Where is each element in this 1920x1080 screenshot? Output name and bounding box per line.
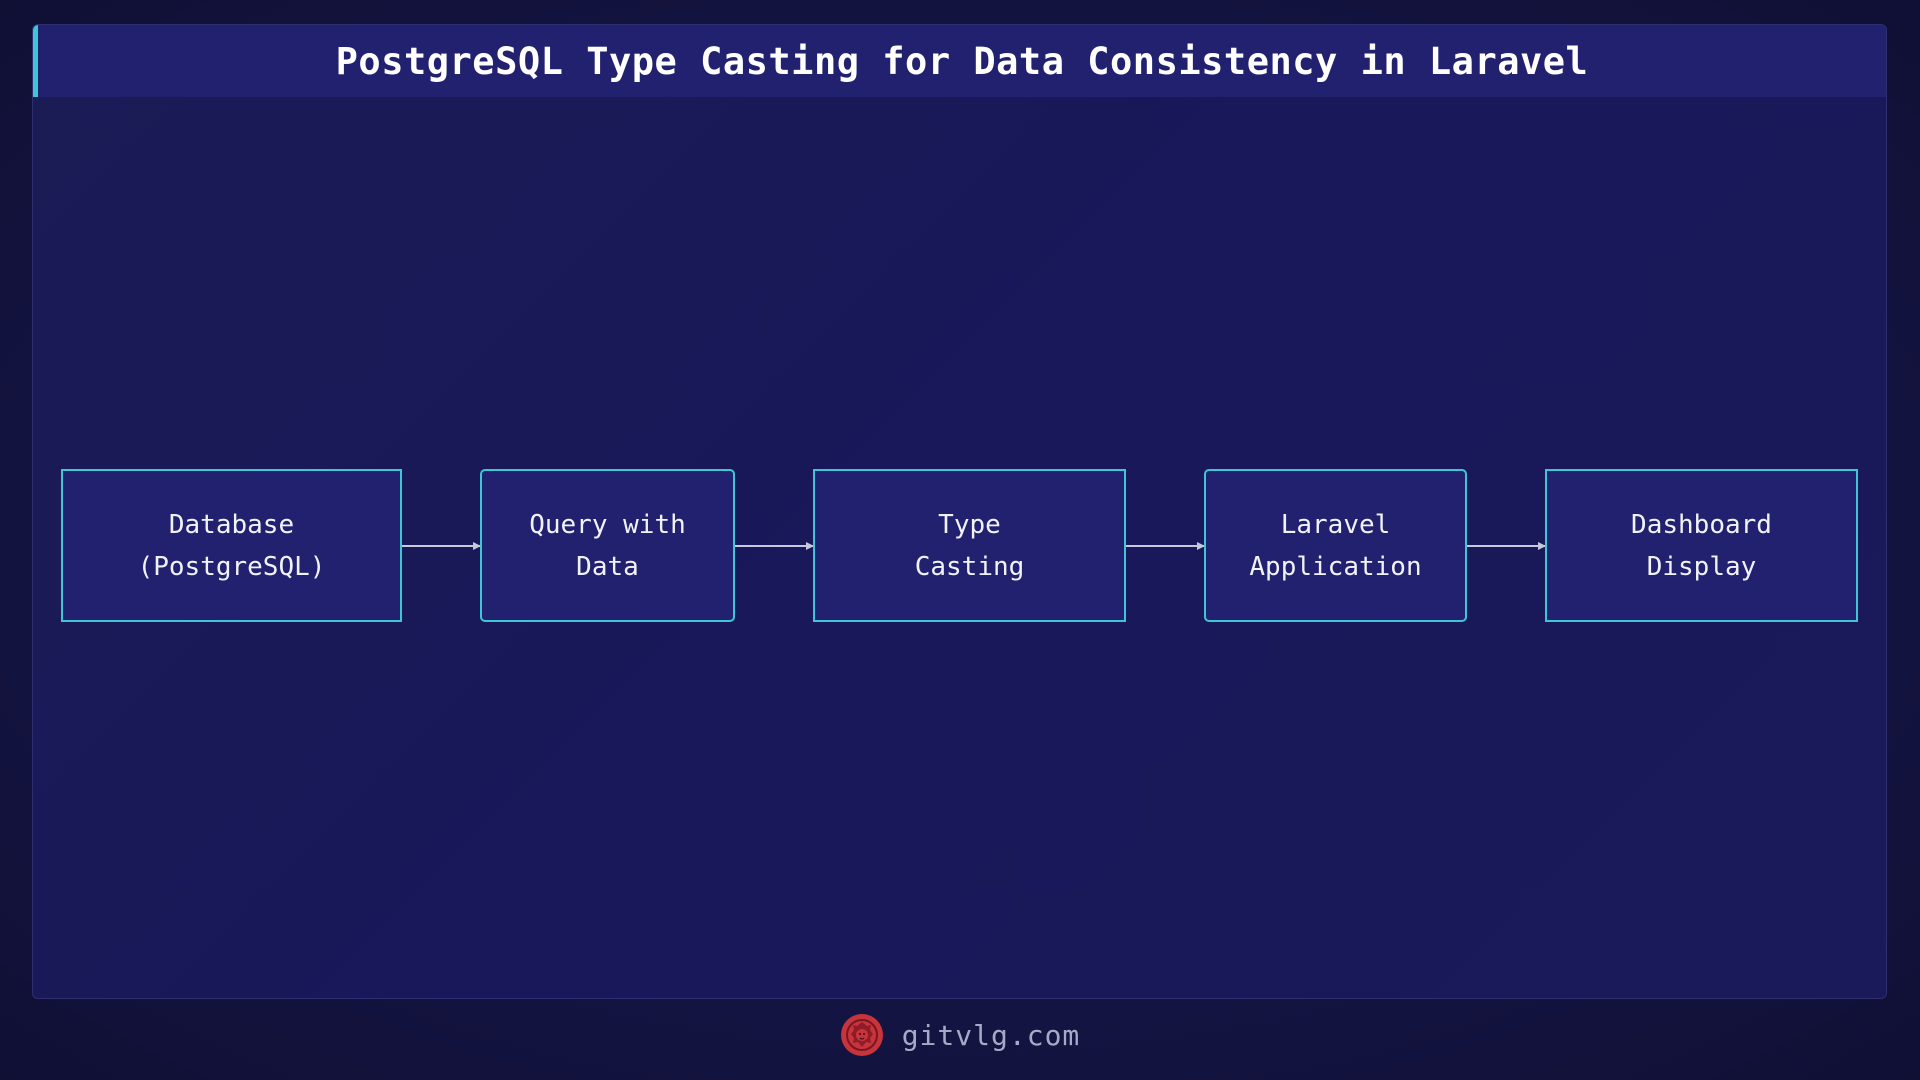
footer-site-link[interactable]: gitvlg.com [901,1018,1081,1052]
node-type-casting: Type Casting [813,469,1126,622]
node-query-with-data: Query with Data [480,469,735,622]
node-database-label: Database (PostgreSQL) [137,509,326,582]
lion-logo-icon[interactable] [840,1013,884,1057]
title-bar: PostgreSQL Type Casting for Data Consist… [33,25,1886,97]
node-type-casting-label: Type Casting [914,509,1025,582]
node-laravel-application: Laravel Application [1204,469,1467,622]
page-title: PostgreSQL Type Casting for Data Consist… [335,39,1589,83]
node-laravel-application-label: Laravel Application [1249,509,1422,582]
node-query-with-data-label: Query with Data [529,509,686,582]
node-dashboard-display: Dashboard Display [1545,469,1858,622]
node-dashboard-display-label: Dashboard Display [1631,509,1772,582]
footer: gitvlg.com [0,1010,1920,1060]
node-database: Database (PostgreSQL) [61,469,402,622]
